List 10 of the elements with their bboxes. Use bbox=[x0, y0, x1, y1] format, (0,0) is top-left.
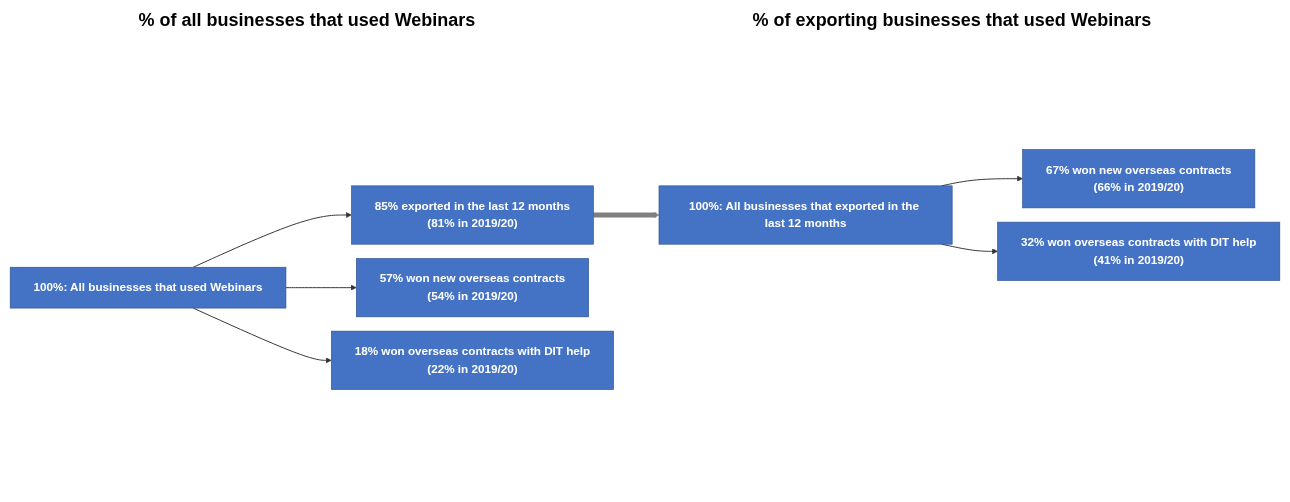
arrow bbox=[593, 211, 660, 218]
section-heading: % of all businesses that used Webinars bbox=[138, 9, 476, 31]
node-box: 18% won overseas contracts with DIT help (22% in 2019/20) bbox=[331, 330, 614, 390]
node-box: 85% exported in the last 12 months (81% in 2019/20) bbox=[351, 185, 594, 245]
node-box: 57% won new overseas contracts (54% in 2019/20) bbox=[356, 257, 589, 317]
node-box: 100%: All businesses that exported in the last 12 months bbox=[658, 185, 953, 245]
node-box: 67% won new overseas contracts (66% in 2019/20) bbox=[1022, 148, 1256, 208]
node-box: 32% won overseas contracts with DIT help (41% in 2019/20) bbox=[997, 221, 1281, 281]
section-heading: % of exporting businesses that used Webinars bbox=[752, 9, 1152, 31]
node-box: 100%: All businesses that used Webinars bbox=[9, 266, 287, 308]
